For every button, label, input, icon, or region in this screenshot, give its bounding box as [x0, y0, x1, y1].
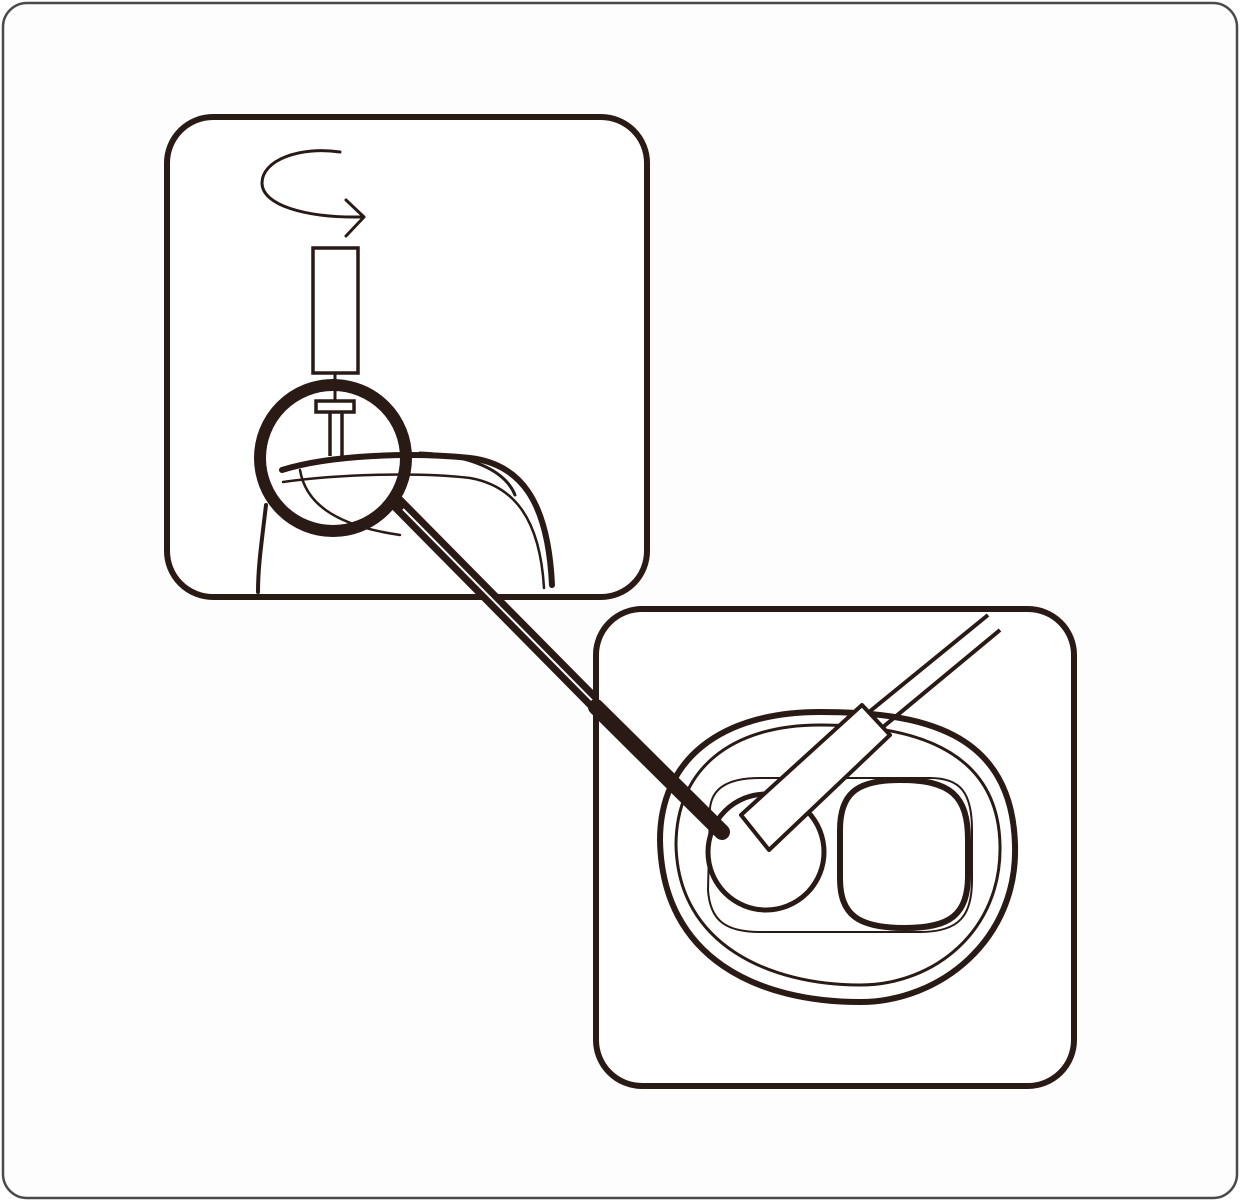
- screwdriver-handle: [311, 246, 360, 375]
- device-top-view: [656, 708, 1019, 1006]
- top-left-panel: [164, 114, 650, 600]
- right-button: [837, 776, 971, 932]
- screwdriver-top-view: [739, 613, 1002, 852]
- rotate-clockwise-arrow-icon: [260, 149, 366, 238]
- screwdriver-icon: [311, 246, 360, 456]
- bottom-right-panel: [588, 606, 1077, 1089]
- device-body-side-view: [256, 451, 555, 594]
- screwdriver-tip-bar: [314, 399, 356, 414]
- connector-line-end: [588, 699, 730, 840]
- bottom-right-panel-border: [593, 606, 1077, 1089]
- zoom-magnifier-icon: [254, 379, 412, 537]
- top-left-panel-border: [164, 114, 650, 600]
